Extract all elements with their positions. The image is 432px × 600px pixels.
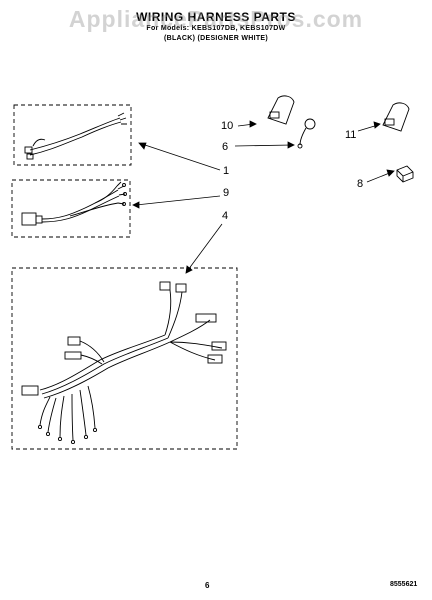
harness-part-9	[21, 181, 127, 226]
colors-line: (BLACK) (DESIGNER WHITE)	[163, 35, 269, 42]
callout-11: 11	[345, 129, 357, 141]
footer-page-number: 6	[205, 581, 210, 590]
harness-part-4	[21, 281, 227, 445]
models-line: For Models: KEBS107DB, KEBS107DW	[146, 25, 286, 32]
part-11-clip	[382, 102, 410, 132]
footer-doc-number: 8555621	[390, 581, 418, 588]
callout-8: 8	[357, 178, 364, 190]
callout-4: 4	[222, 210, 229, 222]
part-4-box	[11, 267, 238, 450]
part-8-connector	[396, 165, 414, 183]
callout-6: 6	[222, 141, 229, 153]
part-9-box	[11, 179, 131, 238]
part-1-box	[13, 104, 132, 166]
callout-1: 1	[223, 165, 230, 177]
harness-part-1	[24, 112, 127, 160]
leader-lines	[132, 120, 395, 274]
callout-10: 10	[221, 120, 234, 132]
callout-9: 9	[223, 187, 230, 199]
page-title: WIRING HARNESS PARTS	[136, 10, 296, 24]
part-6-ring-wire	[297, 118, 316, 149]
part-10-clip	[267, 95, 295, 125]
